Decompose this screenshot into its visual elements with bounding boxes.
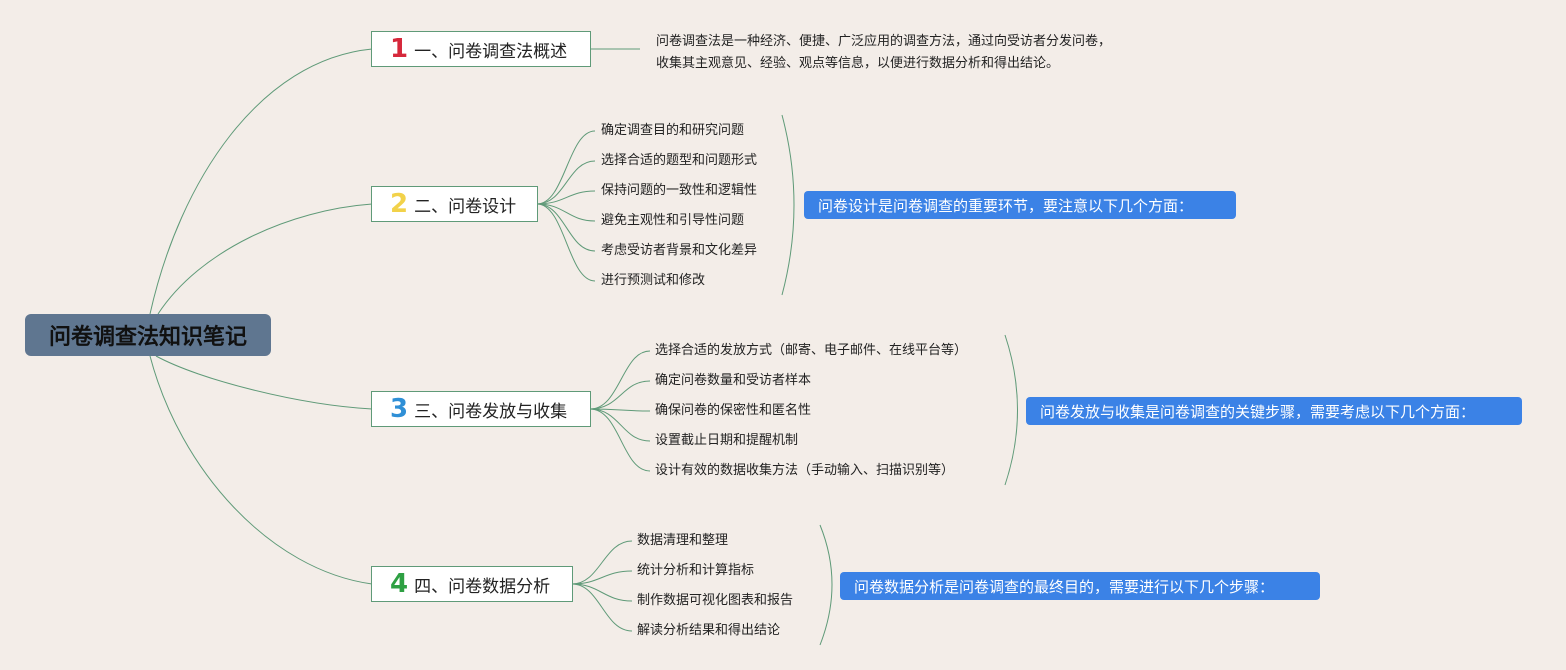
distribution-item[interactable]: 选择合适的发放方式（邮寄、电子邮件、在线平台等） bbox=[655, 343, 968, 358]
number-2-badge: 2 bbox=[390, 189, 409, 219]
analysis-callout[interactable]: 问卷数据分析是问卷调查的最终目的，需要进行以下几个步骤： bbox=[840, 572, 1320, 600]
design-item[interactable]: 避免主观性和引导性问题 bbox=[601, 213, 745, 228]
distribution-callout[interactable]: 问卷发放与收集是问卷调查的关键步骤，需要考虑以下几个方面： bbox=[1026, 397, 1522, 425]
number-4-badge: 4 bbox=[390, 569, 409, 599]
branch-design[interactable]: 2 二、问卷设计 bbox=[371, 186, 538, 222]
branch-distribution-label: 三、问卷发放与收集 bbox=[414, 401, 568, 422]
number-3-badge: 3 bbox=[390, 394, 409, 424]
design-item[interactable]: 保持问题的一致性和逻辑性 bbox=[601, 183, 758, 198]
branch-overview-label: 一、问卷调查法概述 bbox=[414, 41, 568, 62]
branch-overview[interactable]: 1 一、问卷调查法概述 bbox=[371, 31, 591, 67]
overview-description-line-1: 问卷调查法是一种经济、便捷、广泛应用的调查方法，通过向受访者分发问卷， bbox=[656, 34, 1112, 49]
analysis-item[interactable]: 统计分析和计算指标 bbox=[637, 563, 755, 578]
design-item[interactable]: 进行预测试和修改 bbox=[601, 273, 706, 288]
design-callout[interactable]: 问卷设计是问卷调查的重要环节，要注意以下几个方面： bbox=[804, 191, 1236, 219]
branch-analysis[interactable]: 4 四、问卷数据分析 bbox=[371, 566, 573, 602]
branch-design-label: 二、问卷设计 bbox=[414, 196, 517, 217]
branch-analysis-label: 四、问卷数据分析 bbox=[414, 576, 551, 597]
branch-distribution[interactable]: 3 三、问卷发放与收集 bbox=[371, 391, 591, 427]
overview-description[interactable]: 问卷调查法是一种经济、便捷、广泛应用的调查方法，通过向受访者分发问卷， 收集其主… bbox=[656, 31, 1111, 75]
root-title: 问卷调查法知识笔记 bbox=[48, 325, 247, 350]
overview-description-line-2: 收集其主观意见、经验、观点等信息，以便进行数据分析和得出结论。 bbox=[656, 56, 1060, 71]
design-item[interactable]: 选择合适的题型和问题形式 bbox=[601, 153, 758, 168]
design-item[interactable]: 确定调查目的和研究问题 bbox=[601, 123, 745, 138]
distribution-item[interactable]: 确定问卷数量和受访者样本 bbox=[655, 373, 812, 388]
number-1-badge: 1 bbox=[390, 34, 409, 64]
analysis-item[interactable]: 解读分析结果和得出结论 bbox=[637, 623, 781, 638]
distribution-item[interactable]: 设计有效的数据收集方法（手动输入、扫描识别等） bbox=[655, 463, 955, 478]
distribution-item[interactable]: 确保问卷的保密性和匿名性 bbox=[655, 403, 812, 418]
analysis-item[interactable]: 制作数据可视化图表和报告 bbox=[637, 593, 794, 608]
distribution-item[interactable]: 设置截止日期和提醒机制 bbox=[655, 433, 799, 448]
root-topic[interactable]: 问卷调查法知识笔记 bbox=[25, 314, 271, 356]
design-item[interactable]: 考虑受访者背景和文化差异 bbox=[601, 243, 758, 258]
analysis-item[interactable]: 数据清理和整理 bbox=[637, 533, 729, 548]
